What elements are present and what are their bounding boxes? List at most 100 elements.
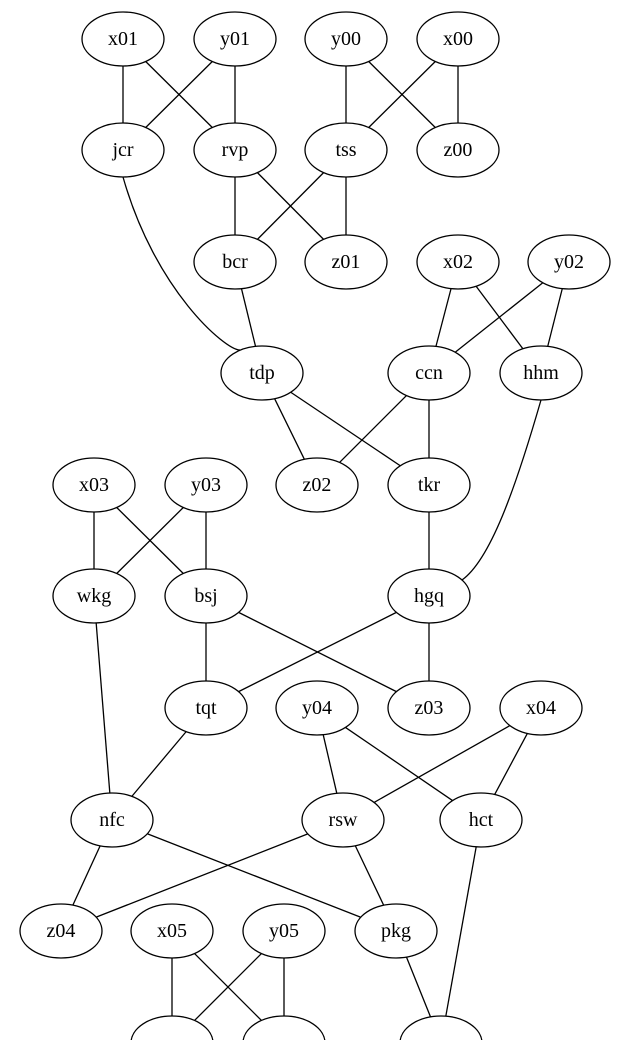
node-label: bcr [222,251,248,273]
edge-y02-ccn [454,282,544,353]
node-pkg: pkg [354,903,438,959]
node-ellipse [301,792,385,848]
node-label: hct [469,809,494,831]
edge-ccn-z02 [339,395,407,463]
edge-y01-jcr [145,61,213,128]
node-ellipse [354,903,438,959]
edge-x02-ccn [435,288,452,347]
node-ellipse [164,457,248,513]
node-ellipse [193,234,277,290]
node-y04: y04 [275,680,359,736]
edge-tdp-tkr [290,391,401,467]
node-ellipse [164,680,248,736]
node-ellipse [399,1015,483,1040]
node-ellipse [439,792,523,848]
node-ellipse [19,903,103,959]
node-mhh [399,1015,483,1040]
node-ellipse [387,457,471,513]
node-label: y00 [331,28,361,50]
node-tqt: tqt [164,680,248,736]
node-label: x03 [79,474,109,496]
node-ellipse [499,345,583,401]
edge-hhm-hgq [461,399,542,581]
node-y03: y03 [164,457,248,513]
edge-x04-hct [494,733,528,795]
node-tss: tss [304,122,388,178]
node-label: z02 [303,474,332,496]
edge-nfc-z04 [72,845,101,906]
edge-x04-rsw [373,725,511,803]
node-ellipse [387,680,471,736]
node-ellipse [52,568,136,624]
node-label: hgq [414,585,444,607]
node-label: x00 [443,28,473,50]
node-ccn: ccn [387,345,471,401]
edges-layer [72,61,563,1021]
node-x04: x04 [499,680,583,736]
node-ellipse [164,568,248,624]
edge-y05-sgs [194,953,262,1021]
node-label: tss [335,139,356,161]
node-y05: y05 [242,903,326,959]
node-label: tqt [195,697,217,719]
node-label: y04 [302,697,332,719]
node-nfc: nfc [70,792,154,848]
node-y01: y01 [193,11,277,67]
node-label: y05 [269,920,299,942]
node-ellipse [81,122,165,178]
node-ellipse [387,345,471,401]
edge-y02-hhm [547,288,563,347]
node-ellipse [499,680,583,736]
node-ellipse [416,11,500,67]
node-label: x01 [108,28,138,50]
edge-hct-mhh [445,846,477,1017]
edge-tss-bcr [256,172,325,240]
node-label: tdp [249,362,275,384]
node-label: rsw [329,809,358,831]
node-label: y02 [554,251,584,273]
node-ellipse [527,234,611,290]
node-x01: x01 [81,11,165,67]
node-ellipse [304,234,388,290]
edge-y04-rsw [322,734,338,794]
edge-pkg-mhh [405,956,432,1018]
node-label: pkg [381,920,411,942]
node-hct: hct [439,792,523,848]
node-ellipse [304,11,388,67]
node-label: rvp [222,139,249,161]
node-ellipse [242,1015,326,1040]
node-ellipse [304,122,388,178]
node-label: x05 [157,920,187,942]
node-label: z03 [415,697,444,719]
node-rvp: rvp [193,122,277,178]
node-ellipse [81,11,165,67]
node-hgs [242,1015,326,1040]
edge-hgq-tqt [238,611,397,693]
node-label: z04 [47,920,76,942]
edge-tdp-z02 [274,398,305,460]
node-rsw: rsw [301,792,385,848]
node-label: wkg [77,585,111,607]
node-label: jcr [111,139,133,161]
node-y02: y02 [527,234,611,290]
node-wkg: wkg [52,568,136,624]
node-bsj: bsj [164,568,248,624]
node-label: nfc [99,809,125,831]
node-label: x04 [526,697,556,719]
node-x03: x03 [52,457,136,513]
node-label: y03 [191,474,221,496]
node-ellipse [387,568,471,624]
edge-tqt-nfc [131,731,187,797]
node-ellipse [416,234,500,290]
node-z01: z01 [304,234,388,290]
node-z04: z04 [19,903,103,959]
node-ellipse [275,457,359,513]
node-hhm: hhm [499,345,583,401]
edge-x00-tss [368,61,436,128]
node-label: z00 [444,139,473,161]
nodes-layer: x01 y01 y00 x00 jcr rvp tss z00 bcr z01 x02 y02 tdp c… [19,11,611,1040]
node-label: x02 [443,251,473,273]
node-ellipse [220,345,304,401]
node-sgs [130,1015,214,1040]
